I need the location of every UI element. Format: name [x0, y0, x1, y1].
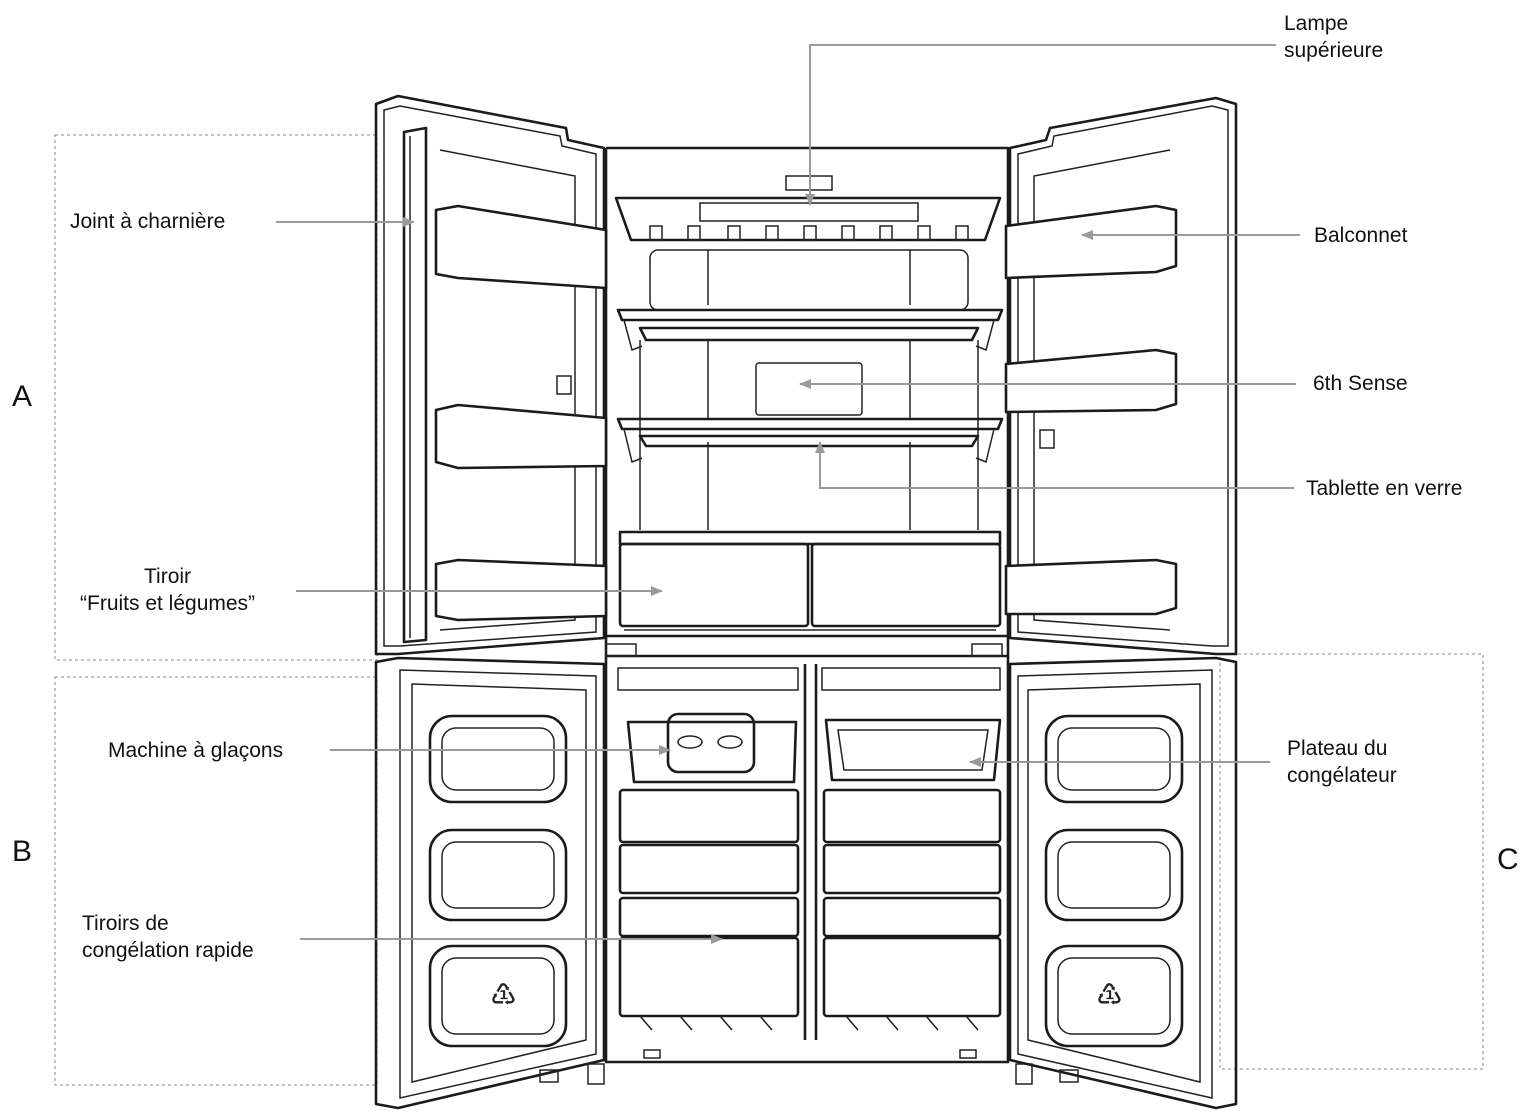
label-sixth-sense: 6th Sense	[1313, 372, 1408, 395]
label-ice-maker: Machine à glaçons	[108, 739, 284, 762]
label-hinge-seal: Joint à charnière	[70, 210, 226, 233]
section-b-frame	[54, 676, 378, 1086]
left-freezer-door	[374, 656, 606, 1110]
leader-top-lamp	[805, 44, 1276, 206]
section-c-frame	[1219, 653, 1484, 1070]
label-crisper: Tiroir “Fruits et légumes”	[80, 565, 256, 615]
right-freezer-door	[1008, 656, 1238, 1110]
cabinet	[604, 146, 1010, 1064]
recycle-icon: ♳	[1096, 979, 1123, 1012]
right-fridge-door	[1004, 96, 1238, 656]
label-fast-freeze: Tiroirs de congélation rapide	[82, 912, 254, 962]
section-label-c: C	[1497, 843, 1519, 876]
label-door-balcony: Balconnet	[1314, 224, 1408, 247]
leader-lines	[276, 44, 1300, 944]
leader-glass-shelf	[815, 441, 1294, 489]
left-fridge-door	[374, 94, 608, 656]
section-label-b: B	[12, 835, 33, 868]
section-label-a: A	[12, 380, 33, 413]
label-glass-shelf: Tablette en verre	[1306, 477, 1463, 500]
recycle-icon: ♳	[490, 979, 517, 1012]
label-freezer-tray: Plateau du congélateur	[1287, 737, 1397, 787]
label-top-lamp: Lampe supérieure	[1284, 12, 1384, 62]
feet	[539, 1063, 1079, 1085]
